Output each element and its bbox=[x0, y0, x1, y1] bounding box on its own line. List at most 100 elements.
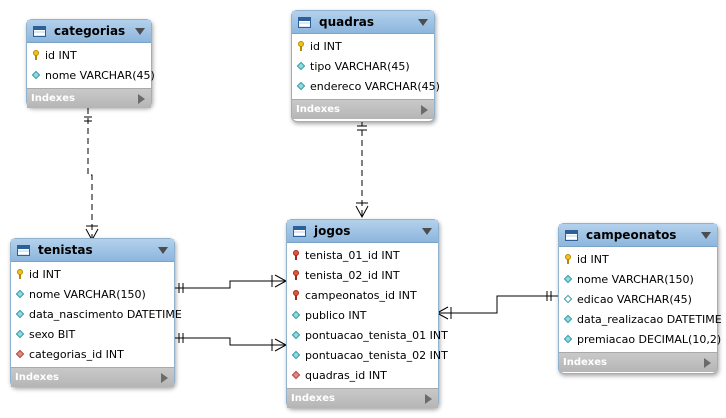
expand-arrow-icon[interactable] bbox=[161, 372, 168, 383]
column-diamond-icon bbox=[296, 81, 306, 91]
table-tenistas[interactable]: tenistas id INT nome VARCHAR(150) data_n… bbox=[10, 238, 182, 387]
indexes-section[interactable]: Indexes bbox=[27, 88, 151, 108]
table-icon bbox=[293, 225, 306, 237]
indexes-label: Indexes bbox=[31, 93, 75, 104]
key-icon bbox=[31, 50, 41, 60]
column-row[interactable]: id INT bbox=[559, 249, 717, 269]
indexes-label: Indexes bbox=[563, 357, 607, 368]
collapse-toggle-icon[interactable] bbox=[701, 231, 711, 239]
indexes-label: Indexes bbox=[296, 104, 340, 115]
column-label: data_realizacao DATETIME bbox=[577, 312, 722, 326]
column-row[interactable]: quadras_id INT bbox=[287, 365, 438, 385]
table-name: jogos bbox=[314, 224, 351, 238]
column-label: nome VARCHAR(45) bbox=[45, 68, 155, 82]
indexes-section[interactable]: Indexes bbox=[287, 388, 438, 408]
fk-key-icon bbox=[291, 250, 301, 260]
column-row[interactable]: campeonatos_id INT bbox=[287, 285, 438, 305]
column-row[interactable]: data_realizacao DATETIME bbox=[559, 309, 722, 329]
relationship-quadras-jogos[interactable] bbox=[355, 120, 369, 219]
column-row[interactable]: premiacao DECIMAL(10,2) bbox=[559, 329, 721, 349]
column-label: nome VARCHAR(150) bbox=[577, 272, 694, 286]
column-label: premiacao DECIMAL(10,2) bbox=[577, 332, 722, 346]
column-row[interactable]: endereco VARCHAR(45) bbox=[292, 76, 440, 96]
indexes-label: Indexes bbox=[15, 372, 59, 383]
indexes-section[interactable]: Indexes bbox=[11, 367, 174, 387]
column-diamond-icon bbox=[15, 309, 25, 319]
column-label: endereco VARCHAR(45) bbox=[310, 79, 440, 93]
column-diamond-icon bbox=[31, 70, 41, 80]
table-campeonatos[interactable]: campeonatos id INT nome VARCHAR(150) edi… bbox=[558, 223, 722, 374]
column-label: edicao VARCHAR(45) bbox=[577, 292, 692, 306]
column-diamond-icon bbox=[563, 334, 573, 344]
table-name: categorias bbox=[54, 24, 126, 38]
column-row[interactable]: tipo VARCHAR(45) bbox=[292, 56, 434, 76]
relationship-tenistas-jogos-02[interactable] bbox=[173, 333, 288, 352]
column-row[interactable]: pontuacao_tenista_02 INT bbox=[287, 345, 448, 365]
key-icon bbox=[296, 41, 306, 51]
collapse-toggle-icon[interactable] bbox=[158, 246, 168, 254]
key-icon bbox=[563, 254, 573, 264]
column-label: publico INT bbox=[305, 308, 367, 322]
nullable-diamond-icon bbox=[563, 294, 573, 304]
column-diamond-icon bbox=[15, 289, 25, 299]
table-jogos[interactable]: jogos tenista_01_id INT tenista_02_id IN… bbox=[286, 219, 448, 408]
table-name: tenistas bbox=[38, 243, 93, 257]
table-header[interactable]: campeonatos bbox=[559, 224, 717, 247]
column-row[interactable]: nome VARCHAR(150) bbox=[559, 269, 717, 289]
relationship-categorias-tenistas[interactable] bbox=[84, 108, 99, 242]
column-label: pontuacao_tenista_01 INT bbox=[305, 328, 448, 342]
table-name: quadras bbox=[319, 15, 374, 29]
column-label: tenista_01_id INT bbox=[305, 248, 400, 262]
column-label: sexo BIT bbox=[29, 327, 76, 341]
column-row[interactable]: id INT bbox=[27, 45, 151, 65]
table-header[interactable]: tenistas bbox=[11, 239, 174, 262]
column-label: tenista_02_id INT bbox=[305, 268, 400, 282]
column-row[interactable]: pontuacao_tenista_01 INT bbox=[287, 325, 448, 345]
column-row[interactable]: id INT bbox=[11, 264, 174, 284]
column-label: id INT bbox=[29, 267, 61, 281]
column-diamond-icon bbox=[291, 350, 301, 360]
column-row[interactable]: publico INT bbox=[287, 305, 438, 325]
column-label: categorias_id INT bbox=[29, 347, 124, 361]
column-row[interactable]: nome VARCHAR(150) bbox=[11, 284, 174, 304]
column-label: tipo VARCHAR(45) bbox=[310, 59, 410, 73]
fk-key-icon bbox=[291, 270, 301, 280]
collapse-toggle-icon[interactable] bbox=[135, 27, 145, 35]
table-header[interactable]: jogos bbox=[287, 220, 438, 243]
collapse-toggle-icon[interactable] bbox=[422, 227, 432, 235]
column-row[interactable]: sexo BIT bbox=[11, 324, 174, 344]
table-icon bbox=[298, 16, 311, 28]
column-label: quadras_id INT bbox=[305, 368, 387, 382]
key-icon bbox=[15, 269, 25, 279]
relationship-campeonatos-jogos[interactable] bbox=[435, 291, 558, 320]
column-row[interactable]: nome VARCHAR(45) bbox=[27, 65, 155, 85]
table-header[interactable]: quadras bbox=[292, 11, 434, 34]
column-label: campeonatos_id INT bbox=[305, 288, 417, 302]
indexes-section[interactable]: Indexes bbox=[559, 352, 717, 372]
column-diamond-icon bbox=[296, 61, 306, 71]
collapse-toggle-icon[interactable] bbox=[418, 18, 428, 26]
table-categorias[interactable]: categorias id INT nome VARCHAR(45) Index… bbox=[26, 19, 155, 108]
column-row[interactable]: data_nascimento DATETIME bbox=[11, 304, 182, 324]
relationship-tenistas-jogos-01[interactable] bbox=[173, 274, 288, 293]
column-row[interactable]: categorias_id INT bbox=[11, 344, 174, 364]
table-header[interactable]: categorias bbox=[27, 20, 151, 43]
expand-arrow-icon[interactable] bbox=[704, 357, 711, 368]
column-label: nome VARCHAR(150) bbox=[29, 287, 146, 301]
indexes-label: Indexes bbox=[291, 393, 335, 404]
column-diamond-icon bbox=[563, 274, 573, 284]
column-row[interactable]: edicao VARCHAR(45) bbox=[559, 289, 717, 309]
table-icon bbox=[565, 229, 578, 241]
indexes-section[interactable]: Indexes bbox=[292, 99, 434, 119]
column-row[interactable]: tenista_01_id INT bbox=[287, 245, 438, 265]
column-row[interactable]: id INT bbox=[292, 36, 434, 56]
column-diamond-icon bbox=[563, 314, 573, 324]
expand-arrow-icon[interactable] bbox=[138, 93, 145, 104]
table-icon bbox=[17, 244, 30, 256]
expand-arrow-icon[interactable] bbox=[421, 104, 428, 115]
expand-arrow-icon[interactable] bbox=[425, 393, 432, 404]
table-name: campeonatos bbox=[586, 228, 677, 242]
table-quadras[interactable]: quadras id INT tipo VARCHAR(45) endereco… bbox=[291, 10, 440, 122]
column-row[interactable]: tenista_02_id INT bbox=[287, 265, 438, 285]
